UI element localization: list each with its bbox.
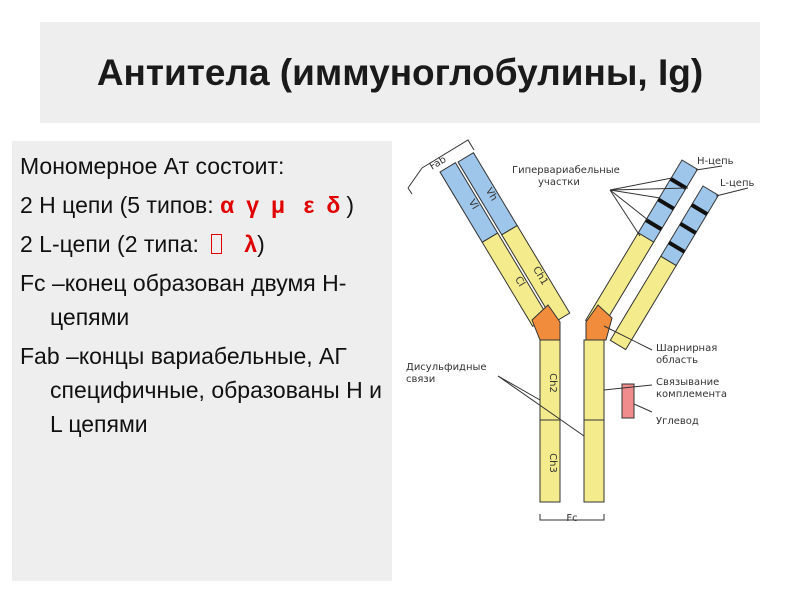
carbohydrate-label: Углевод [656, 416, 699, 427]
fc-stem: Ch2 Ch3 [540, 340, 604, 502]
slide-title: Антитела (иммуноглобулины, Ig) [50, 49, 750, 97]
complement-label-line1: Связывание [656, 377, 719, 388]
hypervariable-label-line1: Гипервариабельные [512, 165, 620, 176]
ch2-label: Ch2 [547, 373, 558, 393]
hypervariable-label-line2: участки [538, 177, 580, 188]
title-box: Антитела (иммуноглобулины, Ig) [40, 22, 760, 123]
disulfide-label-line1: Дисульфидные [406, 362, 487, 373]
disulfide-label-line2: связи [406, 374, 435, 385]
hinge-label-line1: Шарнирная [656, 343, 717, 354]
right-ch3-segment [584, 420, 604, 502]
bullet-l-chains: 2 L-цепи (2 типа: λ) [20, 227, 392, 261]
fc-bracket: Fc [540, 513, 604, 524]
ch3-label: Ch3 [547, 453, 558, 473]
l-chain-label: L-цепь [720, 178, 755, 189]
fc-label: Fc [566, 513, 577, 524]
hinge-label-line2: область [656, 355, 698, 366]
complement-label-line2: комплемента [656, 389, 727, 400]
right-ch2-segment [584, 340, 604, 420]
bullet-list: Мономерное Ат состоит: 2 Н цепи (5 типов… [12, 141, 392, 441]
bullet-fc: Fc –конец образован двумя Н-цепями [20, 266, 392, 334]
text-panel: Мономерное Ат состоит: 2 Н цепи (5 типов… [12, 141, 392, 581]
bullet-monomer: Мономерное Ат состоит: [20, 149, 392, 183]
bullet-fab: Fab –концы вариабельные, АГ специфичные,… [20, 339, 392, 441]
h-chain-label: Н-цепь [697, 156, 734, 167]
antibody-diagram: Vl Cl Vh Ch1 Ch2 [396, 132, 800, 532]
carbohydrate-block [622, 384, 634, 418]
missing-glyph-box [211, 234, 222, 254]
